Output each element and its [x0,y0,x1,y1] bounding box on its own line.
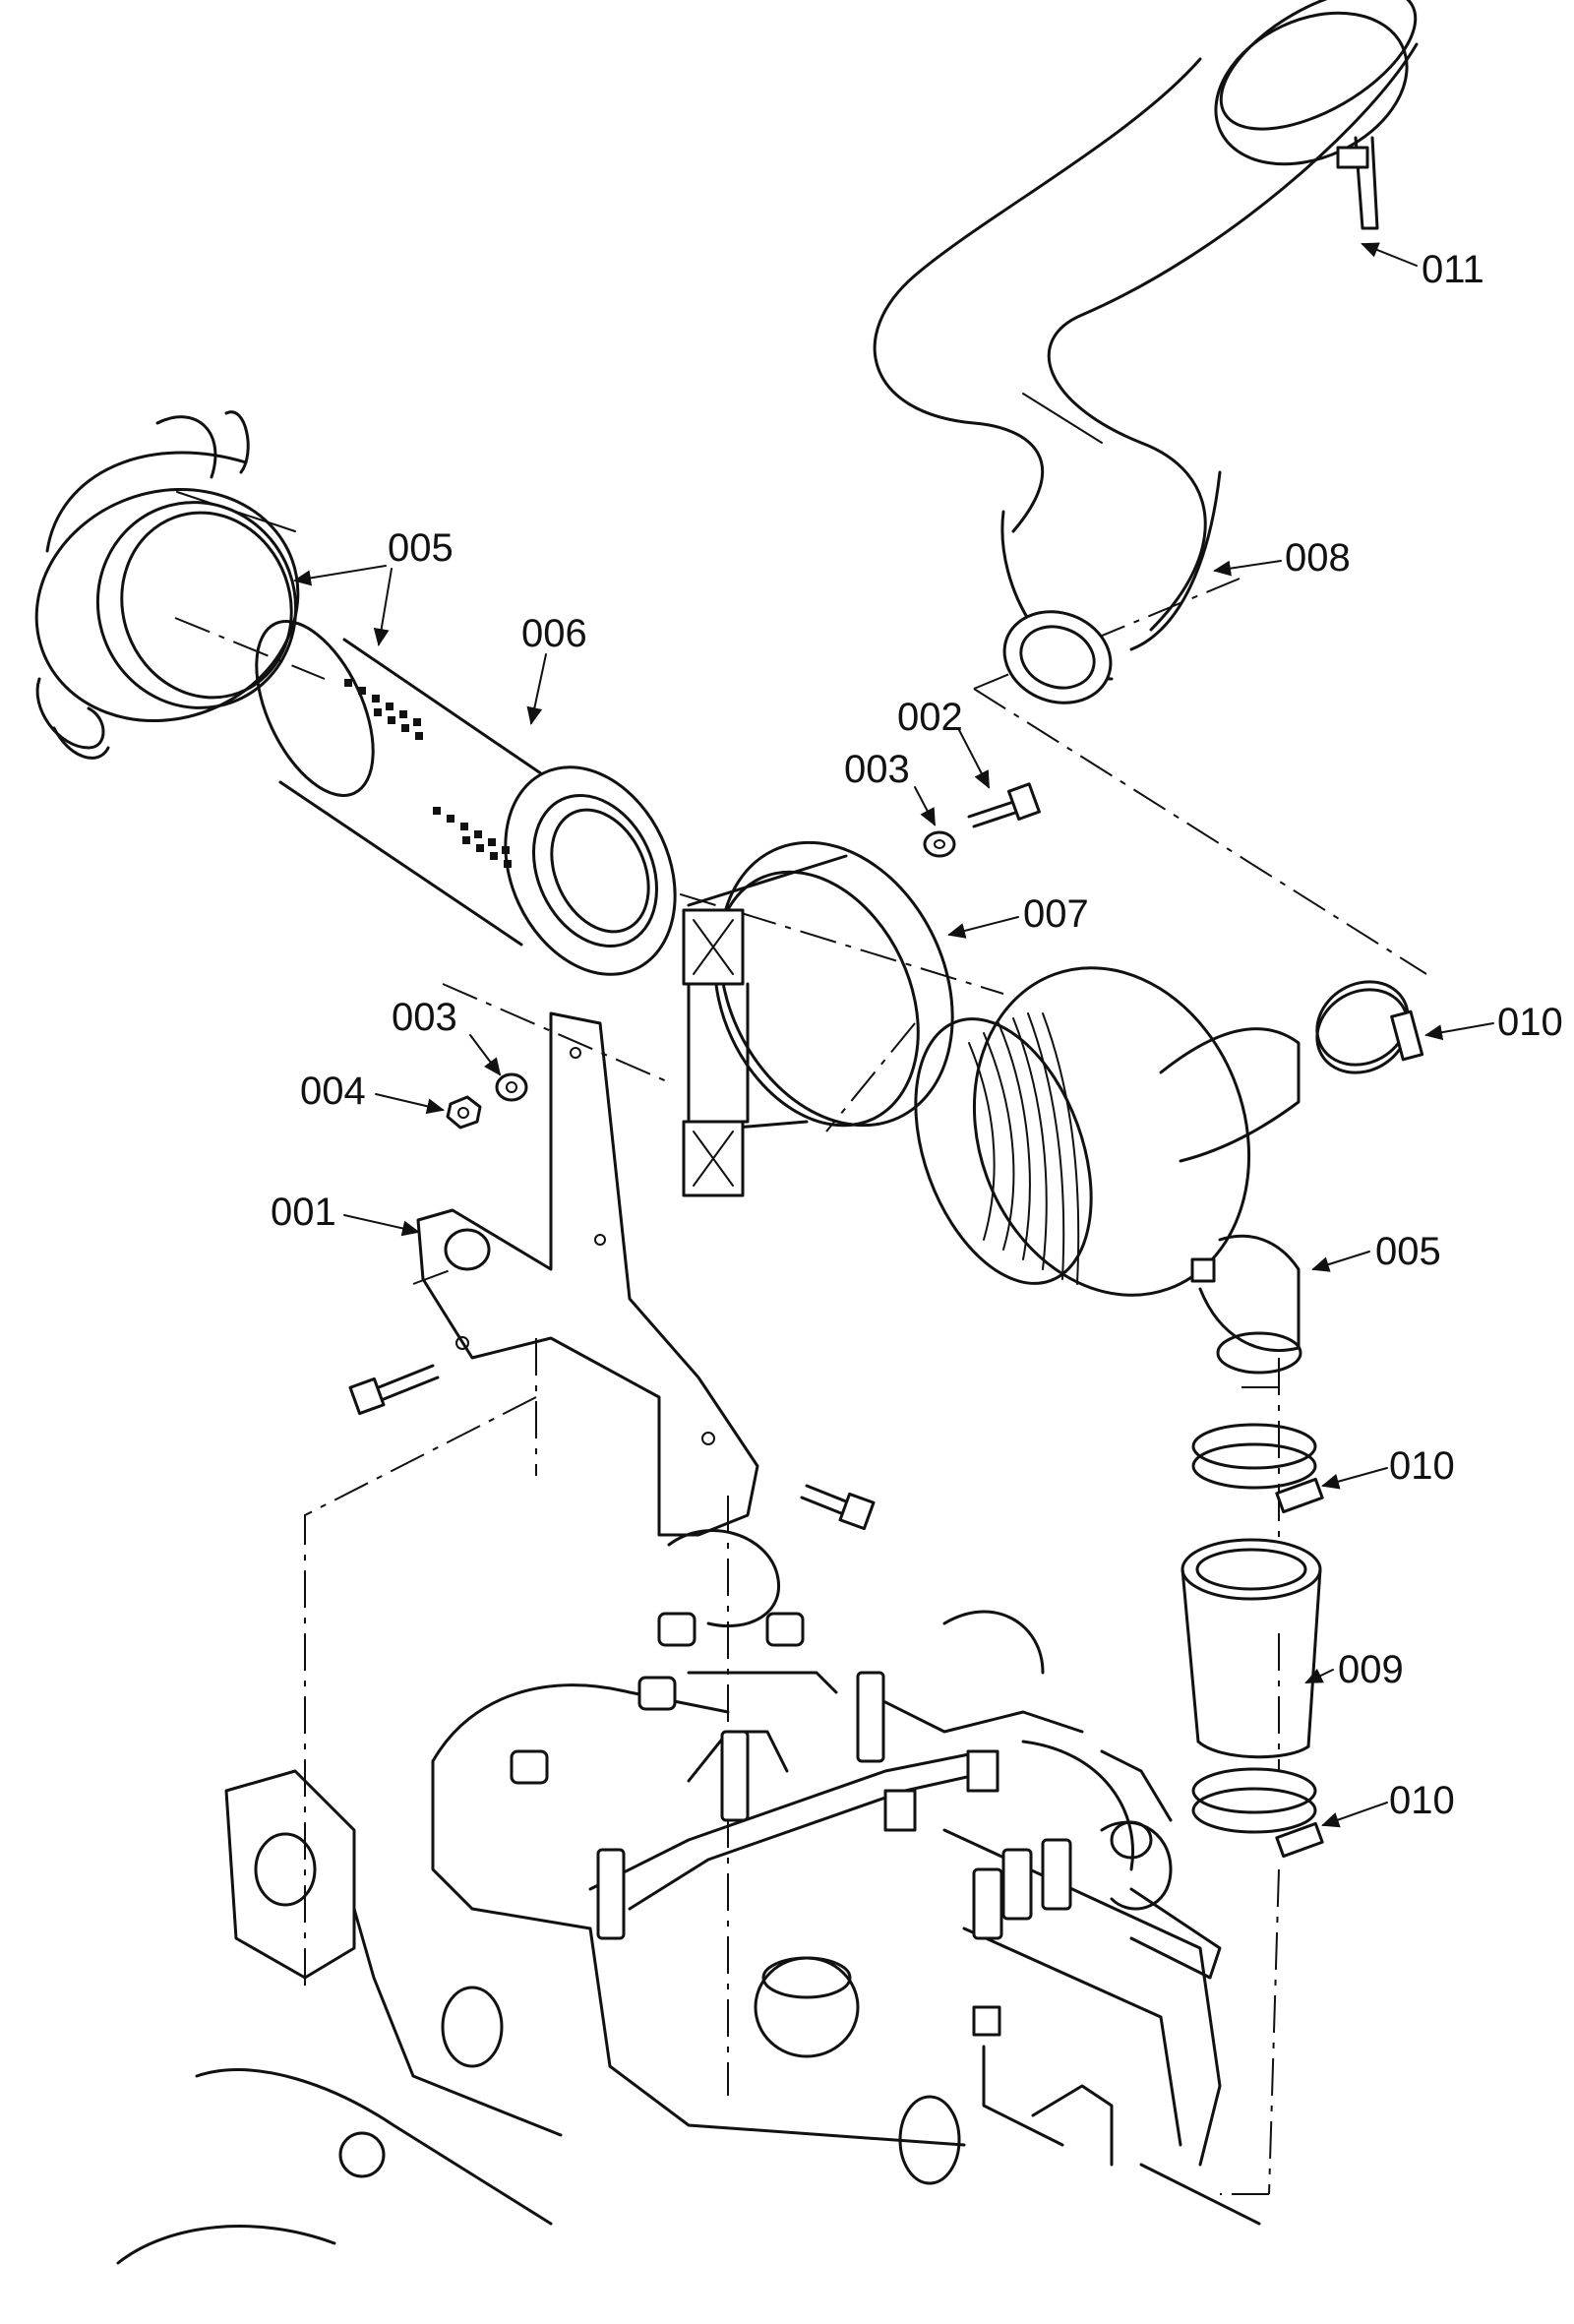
leader-008 [1213,560,1282,577]
callout-001: 001 [271,1191,336,1234]
bracket-001 [416,1011,759,1537]
end-cap-005-left [34,410,300,760]
callout-003-lower: 003 [392,996,457,1039]
leader-002 [958,729,990,789]
filter-pattern [344,679,512,868]
callout-007: 007 [1023,892,1089,936]
leader-lines [293,242,1494,1828]
callout-008: 008 [1285,536,1351,580]
leader-009 [1304,1668,1334,1683]
leader-007 [947,916,1019,939]
inlet-hose-008 [873,0,1419,704]
bolt-right-lower [800,1484,876,1531]
callout-003-upper: 003 [844,748,910,791]
leader-005-right [1311,1251,1370,1272]
leader-006 [526,653,547,725]
callout-002: 002 [897,696,963,739]
alignment-lines [174,578,1427,2195]
callout-005-left: 005 [388,526,454,570]
strap-clamp-011 [1214,11,1409,230]
mounting-band-007 [682,840,954,1197]
hose-clamp-010-middle [1191,1423,1324,1514]
filter-element-006 [255,620,677,976]
bolt-left-lower [348,1364,440,1416]
leader-010-lower [1321,1802,1388,1828]
leader-011 [1361,242,1418,267]
leader-005-left-a [293,565,387,586]
callout-010-upper: 010 [1497,1001,1563,1044]
washer-003-lower [495,1072,528,1102]
leader-005-left-b [373,568,393,646]
callout-006: 006 [521,612,587,655]
callout-004: 004 [300,1070,366,1113]
washer-003-upper [923,830,956,858]
engine-block [116,1529,1261,2265]
callout-010-middle: 010 [1389,1444,1455,1488]
leader-003-lower [469,1034,502,1076]
leader-010-upper [1424,1022,1494,1041]
nut-004 [446,1095,482,1130]
callout-011: 011 [1422,248,1484,291]
callout-005-right: 005 [1375,1230,1441,1273]
air-cleaner-body-005-right [914,966,1302,1375]
leader-010-middle [1321,1467,1388,1490]
hose-clamp-010-upper [1315,980,1424,1074]
callout-009: 009 [1338,1648,1404,1691]
hose-clamp-010-lower [1191,1767,1324,1859]
leader-003-upper [914,786,936,826]
callout-labels: 011 008 005 006 002 003 007 010 003 004 … [271,248,1563,1822]
leader-001 [343,1214,420,1237]
hose-009 [1180,1538,1322,1759]
callout-010-lower: 010 [1389,1779,1455,1822]
leader-004 [375,1093,445,1115]
bolt-002 [967,782,1041,828]
